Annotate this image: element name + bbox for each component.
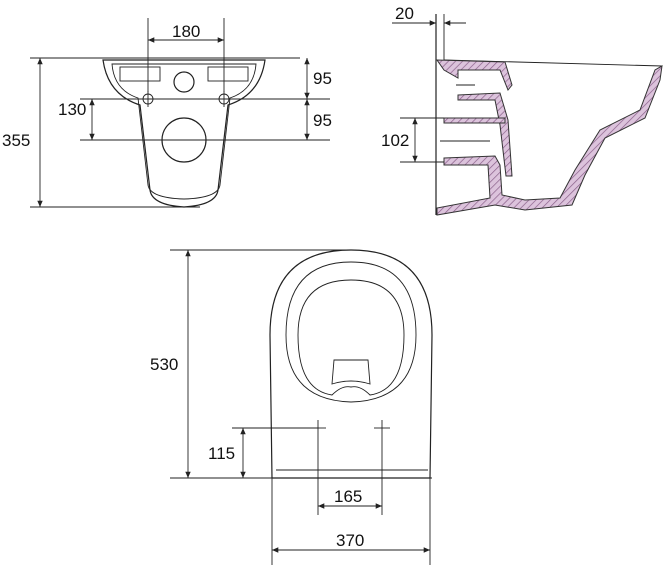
water-inlet-hole	[173, 71, 195, 93]
dim-102: 102	[381, 131, 409, 150]
dim-165: 165	[334, 487, 362, 506]
dim-370: 370	[336, 531, 364, 550]
side-section-view: 20 102	[381, 4, 663, 216]
dim-130: 130	[58, 100, 86, 119]
dim-530: 530	[150, 355, 178, 374]
dim-95-upper: 95	[313, 69, 332, 88]
dim-95-lower: 95	[313, 111, 332, 130]
dim-180: 180	[172, 22, 200, 41]
dim-355: 355	[2, 131, 30, 150]
top-bowl-outline	[269, 249, 433, 479]
top-view: 530 115 165 370	[150, 249, 433, 565]
dim-115: 115	[208, 444, 235, 463]
dim-20: 20	[395, 4, 414, 23]
front-bowl-outline	[102, 59, 266, 208]
seat-ring-outer	[285, 261, 417, 403]
front-view: 180 355 130 95 95	[2, 18, 332, 208]
seat-opening	[297, 279, 405, 396]
